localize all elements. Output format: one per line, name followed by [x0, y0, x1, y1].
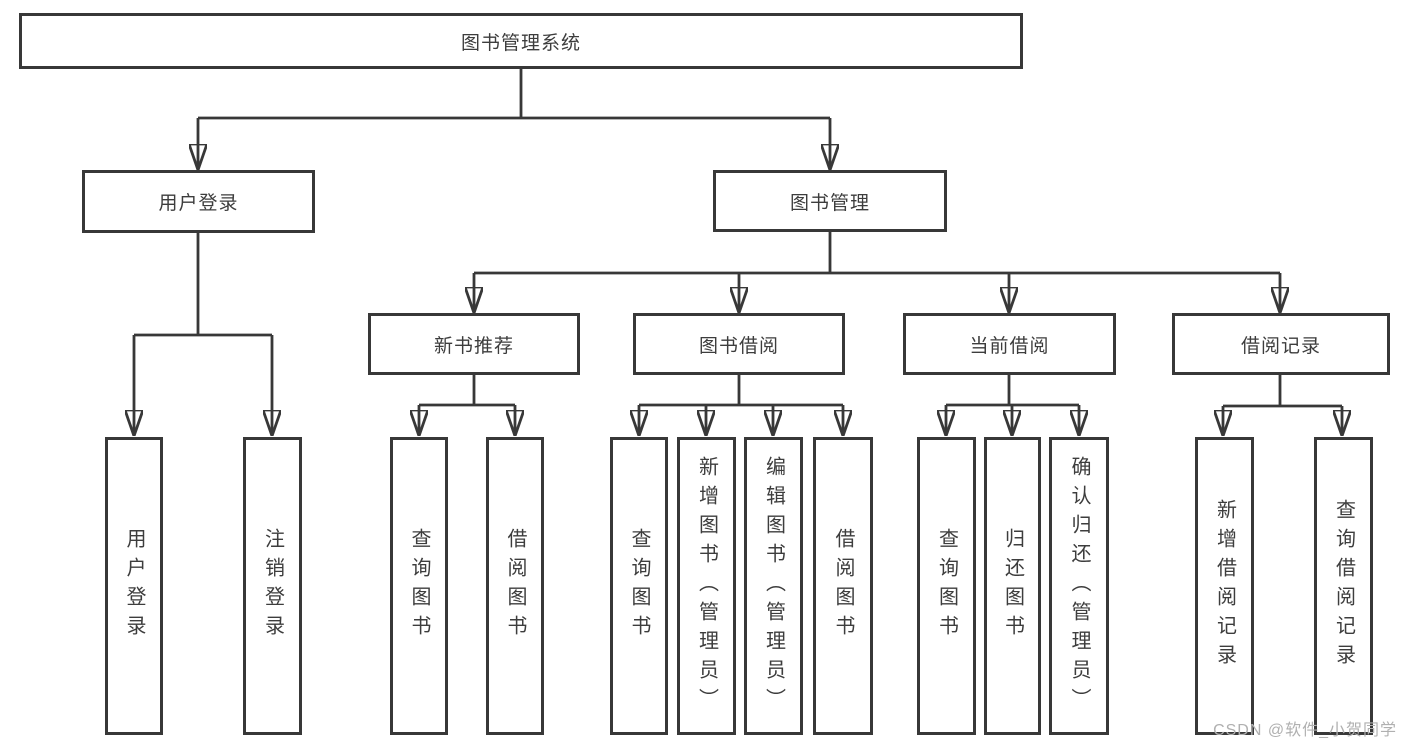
node-user-login: 用户登录	[82, 170, 315, 233]
node-leaf-query-books-2: 查询图书	[610, 437, 668, 735]
node-label: 用户登录	[123, 528, 145, 644]
node-label: 借阅记录	[1240, 335, 1321, 357]
node-leaf-edit-books-admin: 编辑图书（管理员）	[744, 437, 803, 735]
node-label: 查询图书	[935, 528, 958, 644]
node-leaf-borrow-books-1: 借阅图书	[486, 437, 544, 735]
node-label: 新增借阅记录	[1213, 499, 1236, 673]
node-leaf-borrow-books-2: 借阅图书	[813, 437, 873, 735]
node-label: 编辑图书（管理员）	[762, 455, 785, 717]
node-leaf-user-login: 用户登录	[105, 437, 163, 735]
csdn-watermark: CSDN @软件_小贺同学	[1213, 722, 1397, 739]
connector-current-borrowing-to-leaves	[946, 375, 1079, 434]
node-book-borrowing: 图书借阅	[633, 313, 845, 375]
node-borrowing-records: 借阅记录	[1172, 313, 1390, 375]
node-label: 借阅图书	[504, 528, 526, 644]
node-label: 查询借阅记录	[1332, 499, 1355, 673]
connector-root-to-level2	[198, 69, 830, 168]
node-current-borrowing: 当前借阅	[903, 313, 1116, 375]
node-label: 查询图书	[408, 528, 430, 644]
connector-borrowing-records-to-leaves	[1223, 375, 1342, 434]
node-label: 图书管理	[789, 192, 870, 214]
node-label: 查询图书	[628, 528, 650, 644]
node-leaf-add-borrowing-record: 新增借阅记录	[1195, 437, 1254, 735]
node-label: 新书推荐	[433, 335, 514, 357]
node-label: 确认归还（管理员）	[1068, 455, 1090, 717]
node-leaf-query-borrowing-record: 查询借阅记录	[1314, 437, 1373, 735]
node-label: 注销登录	[261, 528, 284, 644]
node-leaf-add-books-admin: 新增图书（管理员）	[677, 437, 736, 735]
node-leaf-return-books: 归还图书	[984, 437, 1041, 735]
node-book-management: 图书管理	[713, 170, 947, 232]
node-label: 用户登录	[158, 193, 239, 214]
node-leaf-query-books-1: 查询图书	[390, 437, 448, 735]
node-library-management-system: 图书管理系统	[19, 13, 1023, 69]
node-leaf-logout: 注销登录	[243, 437, 302, 735]
node-label: 借阅图书	[832, 528, 854, 644]
node-new-book-recommendation: 新书推荐	[368, 313, 580, 375]
connector-user-login-to-leaves	[134, 233, 272, 434]
connector-new-book-rec-to-leaves	[419, 375, 515, 434]
node-label: 当前借阅	[969, 335, 1050, 357]
node-leaf-query-books-3: 查询图书	[917, 437, 976, 735]
node-leaf-confirm-return-admin: 确认归还（管理员）	[1049, 437, 1109, 735]
connector-book-borrowing-to-leaves	[639, 375, 843, 434]
node-label: 归还图书	[1001, 528, 1024, 644]
node-label: 图书借阅	[698, 335, 779, 357]
node-label: 图书管理系统	[460, 32, 581, 54]
connector-book-management-to-level3	[474, 232, 1280, 311]
node-label: 新增图书（管理员）	[695, 455, 718, 717]
